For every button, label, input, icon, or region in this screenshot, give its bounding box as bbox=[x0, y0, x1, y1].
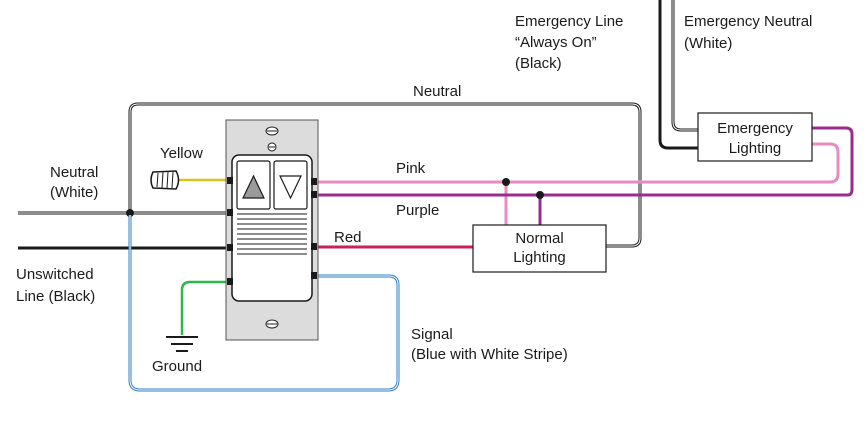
neutral-splice-dot bbox=[126, 209, 134, 217]
purple-wire bbox=[316, 126, 854, 197]
neutral-white-label-line1: Neutral bbox=[50, 164, 98, 181]
switch-screw-icon bbox=[267, 142, 277, 152]
switch-terminals bbox=[227, 177, 317, 285]
pink-junction-dot bbox=[502, 178, 510, 186]
emergency-line-black-wire bbox=[658, 0, 698, 150]
up-arrow-icon bbox=[242, 174, 265, 199]
normal-lighting-label-line1: Normal bbox=[515, 230, 563, 247]
yellow-label: Yellow bbox=[160, 145, 203, 162]
sensor-lens-grille bbox=[237, 213, 307, 255]
plate-screw-top-icon bbox=[265, 126, 279, 136]
ground-label: Ground bbox=[152, 358, 202, 375]
switch-device bbox=[225, 119, 319, 341]
emergency-line-label-line3: (Black) bbox=[515, 55, 562, 72]
purple-label: Purple bbox=[396, 202, 439, 219]
emergency-lighting-label-line2: Lighting bbox=[729, 140, 782, 157]
signal-label-line1: Signal bbox=[411, 326, 453, 343]
purple-junction-dot bbox=[536, 191, 544, 199]
ground-wire bbox=[180, 280, 232, 335]
wire-nut-icon bbox=[150, 170, 180, 190]
emergency-neutral-label-line1: Emergency Neutral bbox=[684, 13, 812, 30]
unswitched-label-line1: Unswitched bbox=[16, 266, 94, 283]
emergency-line-label-line1: Emergency Line bbox=[515, 13, 623, 30]
signal-wire bbox=[128, 215, 400, 392]
emergency-lighting-box: Emergency Lighting bbox=[697, 112, 813, 162]
neutral-loop-label: Neutral bbox=[413, 83, 461, 100]
plate-screw-bottom-icon bbox=[265, 319, 279, 329]
emergency-neutral-white-wire bbox=[671, 0, 698, 132]
neutral-white-label-line2: (White) bbox=[50, 184, 98, 201]
down-arrow-icon bbox=[279, 175, 302, 200]
normal-lighting-box: Normal Lighting bbox=[472, 224, 607, 273]
unswitched-label-line2: Line (Black) bbox=[16, 288, 95, 305]
neutral-wire-loop bbox=[128, 102, 642, 248]
ground-symbol-icon bbox=[166, 336, 198, 352]
signal-label-line2: (Blue with White Stripe) bbox=[411, 346, 568, 363]
emergency-lighting-label-line1: Emergency bbox=[717, 120, 793, 137]
pink-label: Pink bbox=[396, 160, 426, 177]
normal-lighting-label-line2: Lighting bbox=[513, 249, 566, 266]
emergency-line-label-line2: “Always On” bbox=[515, 34, 597, 51]
red-label: Red bbox=[334, 229, 362, 246]
emergency-neutral-label-line2: (White) bbox=[684, 35, 732, 52]
pink-wire bbox=[316, 142, 840, 184]
